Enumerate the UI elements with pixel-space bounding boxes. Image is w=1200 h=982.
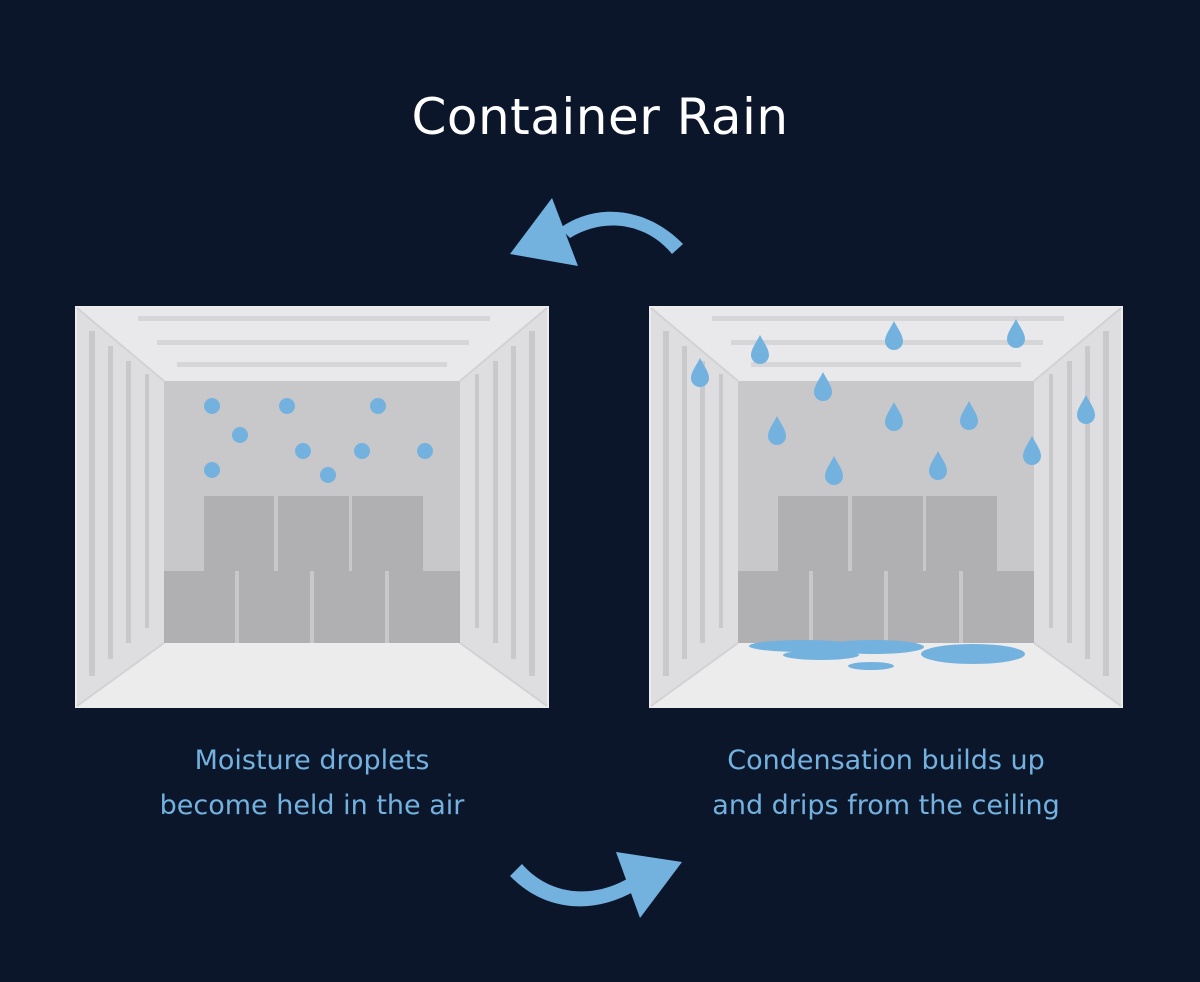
caption-left-line-2: become held in the air <box>159 790 465 821</box>
cycle-arrow-bottom <box>510 852 682 918</box>
container-left <box>74 305 550 709</box>
caption-right: Condensation builds up and drips from th… <box>626 738 1146 828</box>
suspended-droplets <box>204 398 433 483</box>
caption-right-line-1: Condensation builds up <box>727 745 1045 776</box>
page-title: Container Rain <box>411 88 789 146</box>
caption-right-line-2: and drips from the ceiling <box>712 790 1060 821</box>
caption-left: Moisture droplets become held in the air <box>52 738 572 828</box>
container-right <box>648 305 1124 709</box>
cycle-arrow-top <box>510 198 683 266</box>
water-puddles <box>749 640 1025 670</box>
caption-left-line-1: Moisture droplets <box>194 745 430 776</box>
